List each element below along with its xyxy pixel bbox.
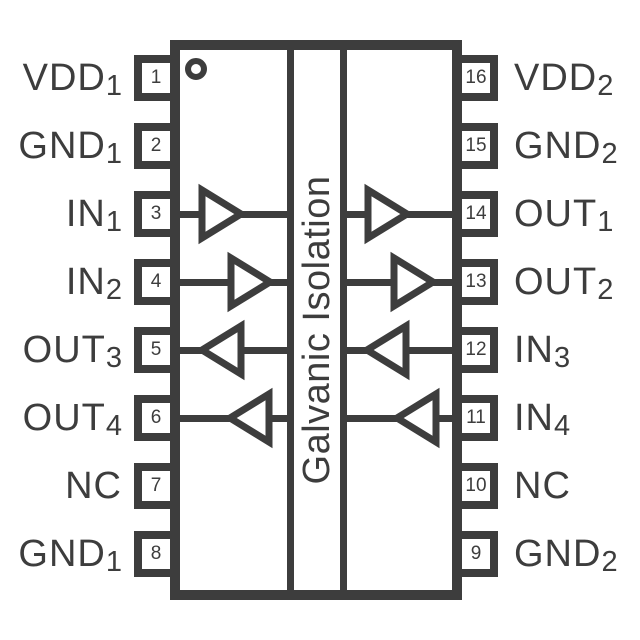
pin-number: 3: [150, 203, 162, 224]
buffer-left-icon-ch3-left: [195, 319, 245, 381]
pin-label-nc-right: NC: [514, 465, 571, 507]
pin-number: 15: [465, 135, 487, 156]
isolation-label: Galvanic Isolation: [294, 169, 340, 491]
pin-label-in1: IN1: [65, 193, 122, 238]
pin-number: 7: [150, 475, 162, 496]
pin-label-out1: OUT1: [514, 193, 614, 238]
isolation-barrier-right-line: [340, 48, 347, 592]
buffer-left-icon-ch4-left: [223, 387, 273, 449]
pin-label-in2: IN2: [65, 261, 122, 306]
pin-number: 8: [150, 543, 162, 564]
buffer-right-icon-ch2-left: [227, 251, 277, 313]
pin-number: 2: [150, 135, 162, 156]
chip-body: [170, 40, 462, 600]
pin-label-nc-left: NC: [65, 465, 122, 507]
pin-number: 4: [150, 271, 162, 292]
pin1-marker-icon: [185, 58, 207, 80]
pin-number: 11: [466, 407, 486, 428]
pin-label-gnd2-top: GND2: [514, 125, 618, 170]
buffer-right-icon-ch1-left: [198, 183, 248, 245]
pin-number: 9: [470, 543, 482, 564]
pin-number: 14: [465, 203, 487, 224]
pin-label-out2: OUT2: [514, 261, 614, 306]
pin-label-out4: OUT4: [22, 397, 122, 442]
pin-label-out3: OUT3: [22, 329, 122, 374]
buffer-left-icon-ch4-right: [390, 387, 440, 449]
pin-box-2: 2: [134, 123, 178, 169]
pin-number: 13: [465, 271, 487, 292]
isolation-barrier-left-line: [287, 48, 294, 592]
pin-label-vdd2: VDD2: [514, 57, 614, 102]
pin-label-gnd2-bottom: GND2: [514, 533, 618, 578]
pin-label-vdd1: VDD1: [22, 57, 122, 102]
pin-label-gnd1-top: GND1: [18, 125, 122, 170]
pin-number: 5: [150, 339, 162, 360]
pin-number: 12: [465, 339, 487, 360]
buffer-right-icon-ch1-right: [364, 183, 414, 245]
pin-number: 1: [150, 67, 162, 88]
pin-number: 6: [150, 407, 162, 428]
pin-label-in3: IN3: [514, 329, 571, 374]
pin-label-gnd1-bottom: GND1: [18, 533, 122, 578]
buffer-right-icon-ch2-right: [390, 251, 440, 313]
pin-label-in4: IN4: [514, 397, 571, 442]
buffer-left-icon-ch3-right: [360, 319, 410, 381]
pin-number: 10: [465, 475, 487, 496]
pin-number: 16: [465, 67, 487, 88]
